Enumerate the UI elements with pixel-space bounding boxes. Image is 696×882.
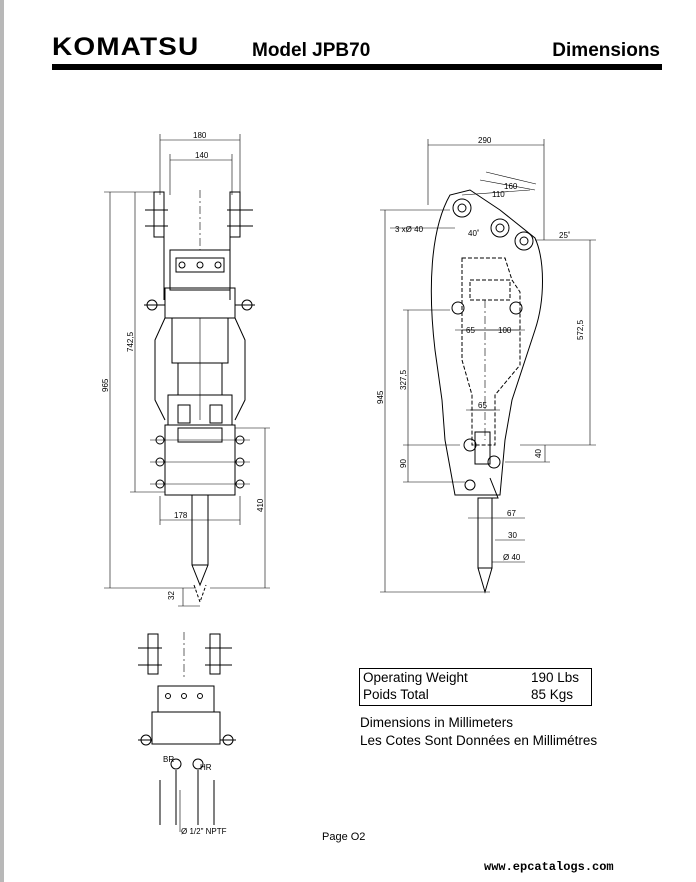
dim-160: 160 [504,182,518,191]
hole-size: 3 xØ 40 [395,225,424,234]
dim-965: 965 [101,378,110,392]
side-view-drawing [380,139,596,594]
dim-410: 410 [256,498,265,512]
dim-180: 180 [193,131,207,140]
bottom-view-drawing [138,632,236,832]
dim-110: 110 [492,190,505,199]
weight-value: 85 Kgs [531,687,574,702]
port-br-label: BR [163,755,174,764]
dim-178: 178 [174,511,188,520]
section-title: Dimensions [552,40,660,61]
units-note-french: Les Cotes Sont Données en Millimétres [360,733,598,748]
port-thread-label: Ø 1/2" NPTF [181,827,227,836]
weight-value: 190 Lbs [531,670,580,685]
angle-40: 40˚ [468,229,480,238]
weight-table: Operating Weight 190 Lbs Poids Total 85 … [359,668,592,706]
website-link[interactable]: www.epcatalogs.com [484,860,614,874]
komatsu-logo: KOMATSU [52,33,200,61]
dim-290: 290 [478,136,492,145]
tool-diameter: Ø 40 [503,553,521,562]
model-title: Model JPB70 [252,40,371,61]
dim-40: 40 [534,449,543,458]
dim-327-5: 327,5 [399,369,408,390]
page-number: Page O2 [322,831,366,843]
weight-label: Operating Weight [363,670,468,685]
dim-65-upper: 65 [466,326,475,335]
angle-25: 25˚ [559,231,571,240]
dim-65-lower: 65 [478,401,487,410]
dim-945: 945 [376,390,385,404]
units-note-english: Dimensions in Millimeters [360,715,514,730]
dim-67: 67 [507,509,516,518]
dim-30: 30 [508,531,517,540]
dim-32: 32 [167,591,176,600]
header-rule [52,64,662,70]
dim-572-5: 572,5 [576,319,585,340]
port-hr-label: HR [200,763,212,772]
dim-140: 140 [195,151,209,160]
left-margin-bar [0,0,4,882]
dim-90: 90 [399,459,408,468]
weight-row: Operating Weight 190 Lbs [363,670,589,687]
weight-row: Poids Total 85 Kgs [363,687,589,704]
front-view-drawing [104,134,270,607]
weight-label: Poids Total [363,687,429,702]
dim-100: 100 [498,326,512,335]
dim-742-5: 742,5 [126,331,135,352]
